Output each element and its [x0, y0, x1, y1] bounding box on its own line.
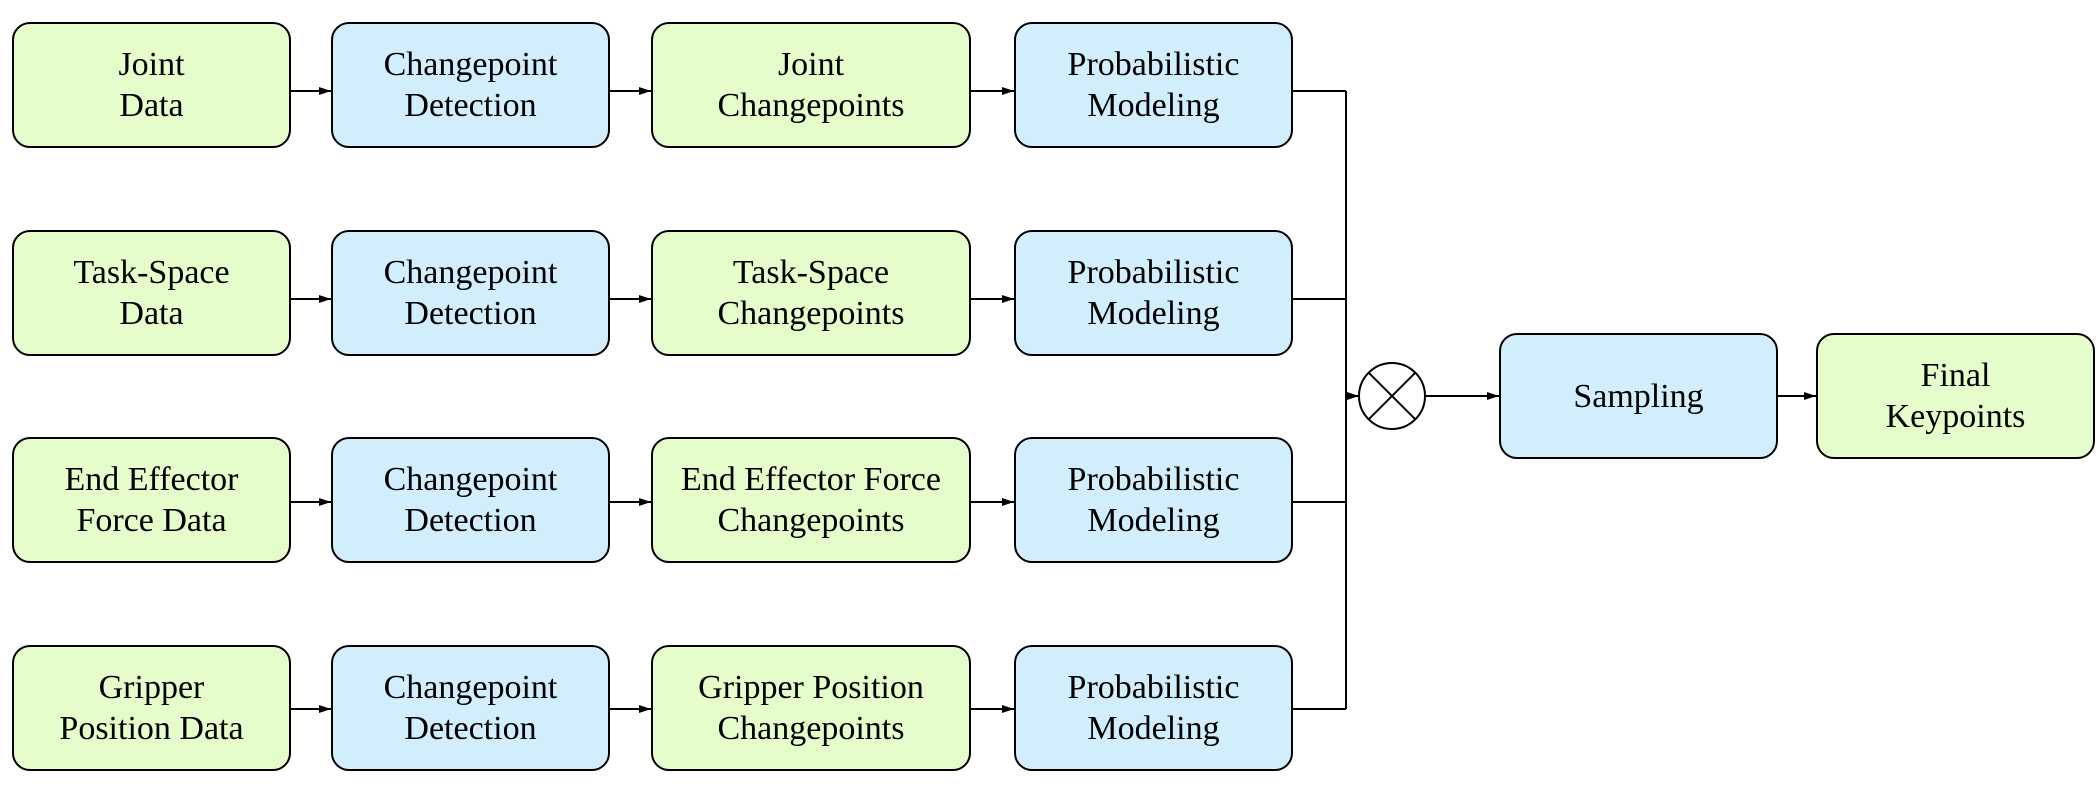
box-label-line: Final — [1920, 357, 1991, 394]
box-label-line: Changepoints — [717, 710, 905, 747]
joint-data-box: Joint Data — [12, 22, 291, 148]
box-label-line: Position Data — [59, 710, 244, 747]
box-label-line: Task-Space — [732, 254, 890, 291]
box-label-line: Probabilistic — [1067, 461, 1240, 498]
box-label-line: Modeling — [1087, 295, 1220, 332]
probabilistic-modeling-box: Probabilistic Modeling — [1014, 437, 1293, 563]
changepoint-detection-box: Changepoint Detection — [331, 645, 610, 771]
box-label-line: Detection — [404, 710, 537, 747]
gripper-position-data-box: Gripper Position Data — [12, 645, 291, 771]
changepoint-detection-box: Changepoint Detection — [331, 230, 610, 356]
task-space-data-box: Task-Space Data — [12, 230, 291, 356]
gripper-position-changepoints-box: Gripper Position Changepoints — [651, 645, 971, 771]
box-label-line: Gripper — [98, 669, 205, 706]
box-label-line: Detection — [404, 502, 537, 539]
box-label-line: Changepoint — [383, 669, 558, 706]
final-keypoints-box: Final Keypoints — [1816, 333, 2095, 459]
probabilistic-modeling-box: Probabilistic Modeling — [1014, 645, 1293, 771]
box-label-line: Changepoints — [717, 502, 905, 539]
box-label-line: Joint — [777, 46, 845, 83]
box-label-line: Force Data — [76, 502, 227, 539]
end-effector-force-data-box: End Effector Force Data — [12, 437, 291, 563]
box-label-line: Changepoint — [383, 254, 558, 291]
end-effector-force-changepoints-box: End Effector Force Changepoints — [651, 437, 971, 563]
joint-changepoints-box: Joint Changepoints — [651, 22, 971, 148]
box-label-line: Detection — [404, 295, 537, 332]
box-label-line: Probabilistic — [1067, 254, 1240, 291]
box-label-line: Gripper Position — [698, 669, 924, 706]
changepoint-detection-box: Changepoint Detection — [331, 22, 610, 148]
box-label-line: Keypoints — [1885, 398, 2026, 435]
box-label-line: Data — [119, 295, 184, 332]
box-label-line: Probabilistic — [1067, 46, 1240, 83]
box-label-line: Joint — [118, 46, 185, 83]
changepoint-detection-box: Changepoint Detection — [331, 437, 610, 563]
probabilistic-modeling-box: Probabilistic Modeling — [1014, 22, 1293, 148]
box-label-line: Changepoint — [383, 46, 558, 83]
box-label-line: Detection — [404, 87, 537, 124]
box-label-line: Modeling — [1087, 502, 1220, 539]
box-label-line: Changepoints — [717, 295, 905, 332]
box-label-line: Changepoint — [383, 461, 558, 498]
box-label-line: Probabilistic — [1067, 669, 1240, 706]
sampling-box: Sampling — [1499, 333, 1778, 459]
box-label-line: Modeling — [1087, 710, 1220, 747]
box-label-line: Sampling — [1573, 377, 1704, 415]
box-label-line: End Effector Force — [681, 461, 941, 498]
box-label-line: Task-Space — [73, 254, 230, 291]
box-label-line: Modeling — [1087, 87, 1220, 124]
box-label-line: Changepoints — [717, 87, 905, 124]
box-label-line: Data — [119, 87, 184, 124]
product-circle-icon — [1358, 362, 1426, 430]
probabilistic-modeling-box: Probabilistic Modeling — [1014, 230, 1293, 356]
box-label-line: End Effector — [64, 461, 239, 498]
task-space-changepoints-box: Task-Space Changepoints — [651, 230, 971, 356]
